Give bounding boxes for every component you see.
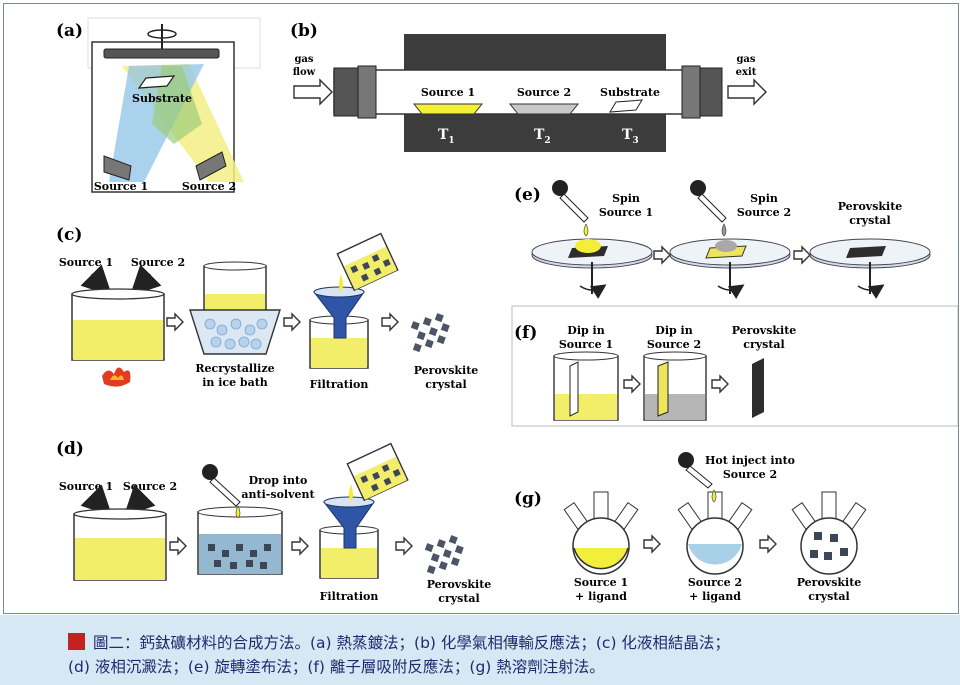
panel-g-flask2-2: + ligand — [689, 590, 741, 603]
panel-f-dip1-2: Source 1 — [559, 338, 613, 351]
panel-g-letter: (g) — [514, 489, 542, 509]
caption-bar: 圖二：鈣鈦礦材料的合成方法。(a) 熱蒸鍍法；(b) 化學氣相傳輸反應法；(c)… — [0, 615, 960, 685]
panel-f-letter: (f) — [514, 323, 537, 343]
panel-b-source1-label: Source 1 — [421, 86, 475, 99]
panel-e-product-1: Perovskite — [838, 200, 903, 213]
panel-g-flask-1 — [563, 491, 639, 575]
panel-c-product-1: Perovskite — [414, 364, 479, 377]
panel-d-drop-2: anti-solvent — [241, 488, 315, 501]
panel-g-flask-2 — [677, 452, 753, 575]
panel-f: (f) Dip in Source 1 Dip in Source 2 Pero… — [511, 305, 959, 427]
panel-d-dropper — [202, 464, 241, 519]
panel-b-gas-exit-1: gas — [736, 54, 755, 65]
panel-c-source2-label: Source 2 — [131, 256, 185, 269]
panel-f-dip1-1: Dip in — [567, 324, 604, 337]
panel-d-source2-label: Source 2 — [123, 480, 177, 493]
synthesis-diagram: (a) Substrate Source 1 Source 2 (b) gas … — [3, 3, 959, 614]
panel-a: (a) Substrate Source 1 Source 2 — [56, 17, 261, 193]
panel-e-spin1-2: Source 1 — [599, 206, 653, 219]
panel-c-product-2: crystal — [425, 378, 466, 391]
panel-d-letter: (d) — [56, 439, 84, 459]
panel-g-hot-inject-1: Hot inject into — [705, 454, 795, 467]
panel-b-gas-flow-2: flow — [293, 67, 316, 78]
panel-e-product-2: crystal — [849, 214, 890, 227]
panel-b-letter: (b) — [290, 21, 318, 41]
panel-b-gas-flow-1: gas — [294, 54, 313, 65]
panel-b-gas-exit-2: exit — [736, 67, 757, 78]
figure-caption: 圖二：鈣鈦礦材料的合成方法。(a) 熱蒸鍍法；(b) 化學氣相傳輸反應法；(c)… — [68, 631, 948, 679]
panel-g-product-1: Perovskite — [797, 576, 862, 589]
panel-d: (d) Source 1 Source 2 Drop into anti-sol… — [56, 439, 491, 605]
panel-a-substrate-label: Substrate — [132, 92, 192, 105]
panel-c-recrystallize-2: in ice bath — [202, 376, 268, 389]
panel-f-dip2-1: Dip in — [655, 324, 692, 337]
panel-g-product-2: crystal — [808, 590, 849, 603]
panel-g: (g) Source 1 + ligand Hot inject into So… — [514, 452, 867, 603]
panel-c-filtration-label: Filtration — [310, 378, 369, 391]
panel-f-dip2-2: Source 2 — [647, 338, 701, 351]
panel-a-letter: (a) — [56, 21, 83, 41]
panel-a-source1-label: Source 1 — [94, 180, 148, 193]
panel-e-spin2-1: Spin — [750, 192, 778, 205]
panel-g-flask1-1: Source 1 — [574, 576, 628, 589]
panel-b-source2-label: Source 2 — [517, 86, 571, 99]
caption-line-2: (d) 液相沉澱法；(e) 旋轉塗布法；(f) 離子層吸附反應法；(g) 熱溶劑… — [68, 658, 605, 676]
panel-c-letter: (c) — [56, 225, 82, 245]
panel-c-source1-label: Source 1 — [59, 256, 113, 269]
panel-d-filtration-label: Filtration — [320, 590, 379, 603]
panel-d-source1-label: Source 1 — [59, 480, 113, 493]
panel-d-drop-1: Drop into — [249, 474, 308, 487]
caption-line-1: 圖二：鈣鈦礦材料的合成方法。(a) 熱蒸鍍法；(b) 化學氣相傳輸反應法；(c)… — [93, 634, 730, 652]
panel-b: (b) gas flow gas exit Source 1 Source 2 … — [290, 21, 767, 152]
panel-g-flask1-2: + ligand — [575, 590, 627, 603]
panel-c-recrystallize-1: Recrystallize — [195, 362, 274, 375]
panel-a-source2-label: Source 2 — [182, 180, 236, 193]
panel-g-hot-inject-2: Source 2 — [723, 468, 777, 481]
panel-g-flask2-1: Source 2 — [688, 576, 742, 589]
panel-b-substrate-label: Substrate — [600, 86, 660, 99]
diagram-canvas: (a) Substrate Source 1 Source 2 (b) gas … — [56, 17, 959, 605]
panel-b-t2: T2 — [534, 127, 551, 146]
panel-d-product-1: Perovskite — [427, 578, 492, 591]
panel-d-product-2: crystal — [438, 592, 479, 605]
panel-e: (e) Spin Source 1 Spin Source 2 Perovski… — [514, 180, 931, 299]
panel-g-flask-3 — [791, 491, 867, 575]
panel-c: (c) Source 1 Source 2 Recrystallize in i… — [56, 225, 478, 391]
panel-f-product-2: crystal — [743, 338, 784, 351]
panel-f-product-1: Perovskite — [732, 324, 797, 337]
caption-marker — [68, 633, 85, 650]
panel-e-spin2-2: Source 2 — [737, 206, 791, 219]
panel-b-t1: T1 — [438, 127, 455, 146]
panel-b-t3: T3 — [622, 127, 639, 146]
panel-e-letter: (e) — [514, 185, 541, 205]
panel-e-spin1-1: Spin — [612, 192, 640, 205]
